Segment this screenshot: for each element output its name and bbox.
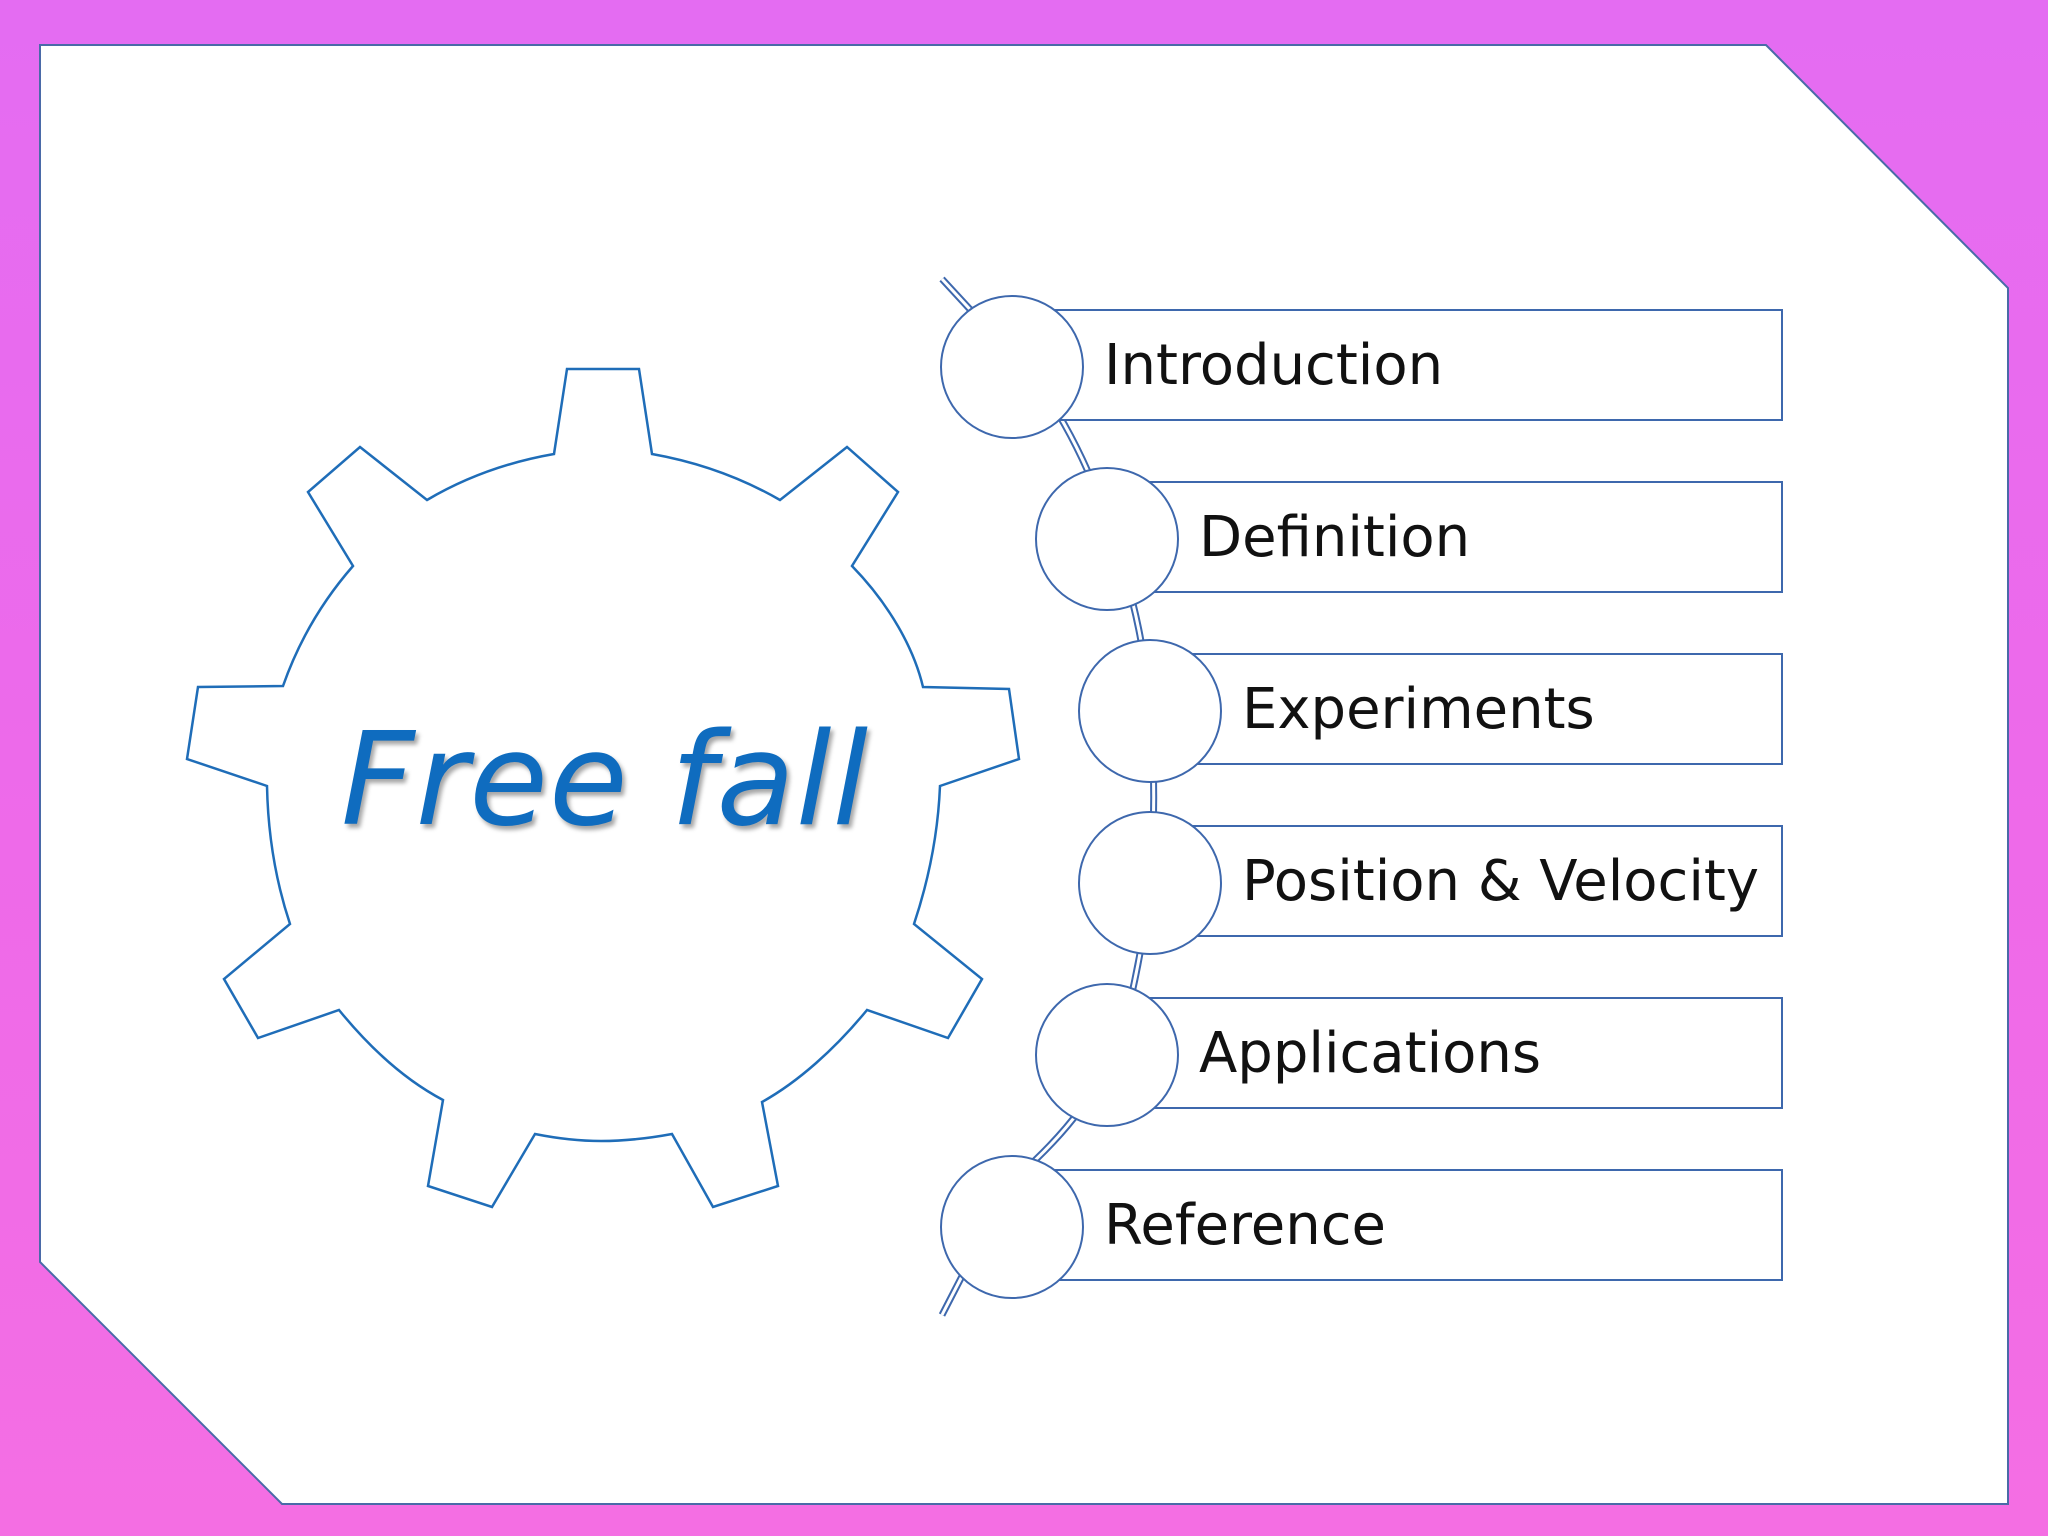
menu-label-reference[interactable]: Reference [1104, 1192, 1386, 1258]
menu-label-experiments[interactable]: Experiments [1242, 676, 1595, 742]
menu-circle-introduction-icon [940, 295, 1084, 439]
menu-circle-applications-icon [1035, 983, 1179, 1127]
menu-box-introduction[interactable] [1040, 309, 1783, 421]
menu-label-introduction[interactable]: Introduction [1104, 332, 1444, 398]
menu-circle-experiments-icon [1078, 639, 1222, 783]
menu-label-definition[interactable]: Definition [1199, 504, 1471, 570]
gear-title: Free fall [340, 705, 870, 855]
gear-outline [185, 367, 1021, 1209]
menu-box-definition[interactable] [1135, 481, 1783, 593]
menu-circle-reference-icon [940, 1155, 1084, 1299]
menu-label-position-velocity[interactable]: Position & Velocity [1242, 848, 1759, 914]
menu-label-applications[interactable]: Applications [1199, 1020, 1542, 1086]
menu-circle-definition-icon [1035, 467, 1179, 611]
menu-circle-position-velocity-icon [1078, 811, 1222, 955]
menu-box-experiments[interactable] [1178, 653, 1783, 765]
menu-box-reference[interactable] [1040, 1169, 1783, 1281]
menu-box-applications[interactable] [1135, 997, 1783, 1109]
